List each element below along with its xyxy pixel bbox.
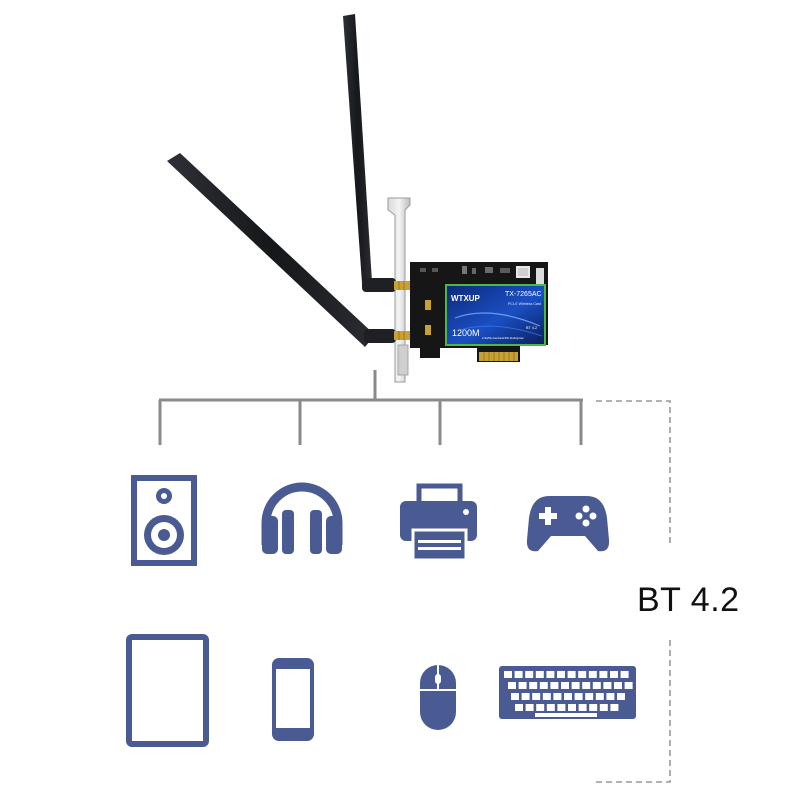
connection-tree	[158, 370, 583, 445]
keyboard-key	[508, 682, 516, 689]
keyboard-icon	[499, 666, 636, 719]
smartphone-icon	[272, 658, 314, 741]
keyboard-key	[557, 704, 566, 711]
keyboard-key	[564, 693, 572, 700]
keyboard-key	[511, 693, 519, 700]
keyboard-key	[578, 671, 587, 678]
keyboard-key	[571, 682, 580, 689]
keyboard-key	[546, 671, 555, 678]
keyboard-key	[514, 671, 523, 678]
keyboard-key	[525, 671, 534, 678]
keyboard-key	[535, 671, 544, 678]
keyboard-key	[606, 693, 615, 700]
brand-text: WTXUP	[451, 294, 481, 303]
keyboard-spacebar	[535, 713, 597, 717]
keyboard-key	[582, 682, 591, 689]
keyboard-key	[536, 704, 545, 711]
tablet-icon	[126, 634, 209, 747]
keyboard-key	[515, 704, 523, 711]
speed-text: 1200M	[452, 328, 480, 338]
wireless-card: WTXUP TX-7265AC PCI-E Wireless Card 1200…	[167, 14, 548, 383]
keyboard-key	[588, 671, 597, 678]
keyboard-key	[561, 682, 569, 689]
keyboard-key	[542, 693, 551, 700]
keyboard-key	[578, 704, 587, 711]
headphones-icon	[261, 482, 343, 554]
keyboard-key	[518, 682, 527, 689]
antenna-vertical	[343, 14, 410, 292]
keyboard-key	[614, 682, 622, 689]
keyboard-key	[603, 682, 612, 689]
keyboard-key	[610, 704, 619, 711]
keyboard-key	[585, 693, 594, 700]
model-text: TX-7265AC	[505, 291, 542, 298]
keyboard-key	[546, 704, 555, 711]
pcie-connector	[479, 352, 518, 361]
keyboard-key	[568, 704, 576, 711]
keyboard-key	[592, 682, 601, 689]
keyboard-key	[553, 693, 562, 700]
printer-icon	[400, 483, 477, 562]
keyboard-key	[529, 682, 538, 689]
keyboard-key	[620, 671, 629, 678]
mouse-icon	[420, 665, 456, 730]
gamepad-icon	[526, 496, 610, 552]
keyboard-key	[599, 671, 608, 678]
keyboard-key	[574, 693, 583, 700]
keyboard-key	[557, 671, 565, 678]
speaker-icon	[131, 475, 197, 566]
keyboard-key	[589, 704, 598, 711]
keyboard-key	[567, 671, 576, 678]
subtitle-text: PCI-E Wireless Card	[508, 302, 541, 306]
bt-version-label: BT 4.2	[633, 580, 744, 620]
keyboard-key	[521, 693, 530, 700]
keyboard-key	[595, 693, 604, 700]
keyboard-key	[610, 671, 618, 678]
module-label: WTXUP TX-7265AC PCI-E Wireless Card 1200…	[445, 284, 546, 346]
antenna-diagonal	[167, 153, 410, 347]
keyboard-key	[504, 671, 512, 678]
keyboard-key	[617, 693, 625, 700]
keyboard-key	[539, 682, 548, 689]
band-text: 2.4G/5G dual band 802.11a/b/g/n/ac	[482, 336, 524, 340]
bt-dashed-bracket	[596, 400, 671, 783]
keyboard-key	[525, 704, 534, 711]
keyboard-key	[599, 704, 608, 711]
keyboard-key	[624, 682, 633, 689]
bt-badge-text: BT 4.2	[526, 326, 537, 330]
keyboard-key	[550, 682, 559, 689]
keyboard-key	[532, 693, 541, 700]
